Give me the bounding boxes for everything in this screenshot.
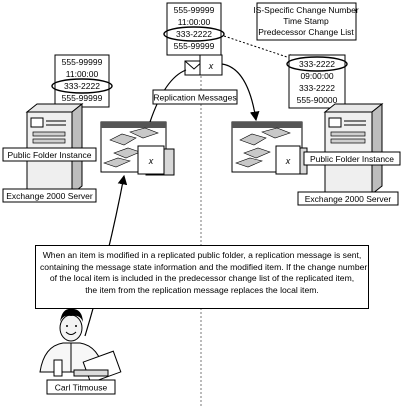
right-stack-line-4: 555-90000 [297,95,338,105]
description-line-3: of the local item is included in the pre… [49,273,355,284]
left-server-label-box [2,188,97,203]
left-stack-highlight [51,78,113,94]
envelope-item-marker: x [208,61,214,71]
left-item-marker: x [148,156,154,166]
right-server-icon [323,102,384,196]
left-message-stack: 555-99999 11:00:00 333-2222 555-99999 [51,54,113,108]
legend-time-stamp: Time Stamp [283,16,329,26]
description-callout: When an item is modified in a replicated… [35,245,369,309]
right-server-label-box [297,191,399,206]
person-name: Carl Titmouse [55,383,108,393]
left-folder-label: Public Folder Instance [7,150,91,160]
legend-box: IS-Specific Change Number Time Stamp Pre… [253,2,359,41]
legend-change-number: IS-Specific Change Number [253,5,359,15]
left-stack-line-1: 555-99999 [62,57,103,67]
top-stack-line-2: 11:00:00 [178,17,211,27]
person-name-box [46,379,116,395]
envelope-icon: x [184,54,223,76]
left-stack-line-3: 333-2222 [64,81,100,91]
left-server-label: Exchange 2000 Server [6,191,93,201]
left-folder-label-box [2,147,97,162]
right-item-marker: x [285,156,291,166]
left-public-folder-window: x [100,121,175,176]
right-server-label: Exchange 2000 Server [305,194,392,204]
right-stack-highlight [286,56,348,72]
top-stack-highlight [163,26,225,42]
right-folder-label: Public Folder Instance [310,154,394,164]
right-folder-label-box [303,151,401,166]
right-stack-line-1: 333-2222 [299,59,335,69]
top-stack-line-1: 555-99999 [174,5,215,15]
top-stack-line-3: 333-2222 [176,29,212,39]
description-line-1: When an item is modified in a replicated… [42,250,362,260]
left-stack-line-2: 11:00:00 [66,69,99,79]
right-stack-line-2: 09:00:00 [300,71,333,81]
left-arc-to-envelope [149,69,187,123]
top-message-stack: 555-99999 11:00:00 333-2222 555-99999 [163,2,225,56]
top-stack-line-4: 555-99999 [174,41,215,51]
description-line-2: containing the message state information… [40,261,368,272]
person-illustration [39,308,122,384]
right-arc-from-envelope [221,63,260,122]
legend-predecessor-list: Predecessor Change List [258,27,354,37]
left-stack-line-4: 555-99999 [62,93,103,103]
replication-messages-label: Replication Messages [153,93,236,103]
description-line-4: the item from the replication message re… [85,284,319,295]
replication-messages-box: Replication Messages [152,89,238,105]
right-message-stack: 333-2222 09:00:00 333-2222 555-90000 [286,54,348,109]
right-public-folder-window: x [231,121,308,175]
right-stack-line-3: 333-2222 [299,83,335,93]
